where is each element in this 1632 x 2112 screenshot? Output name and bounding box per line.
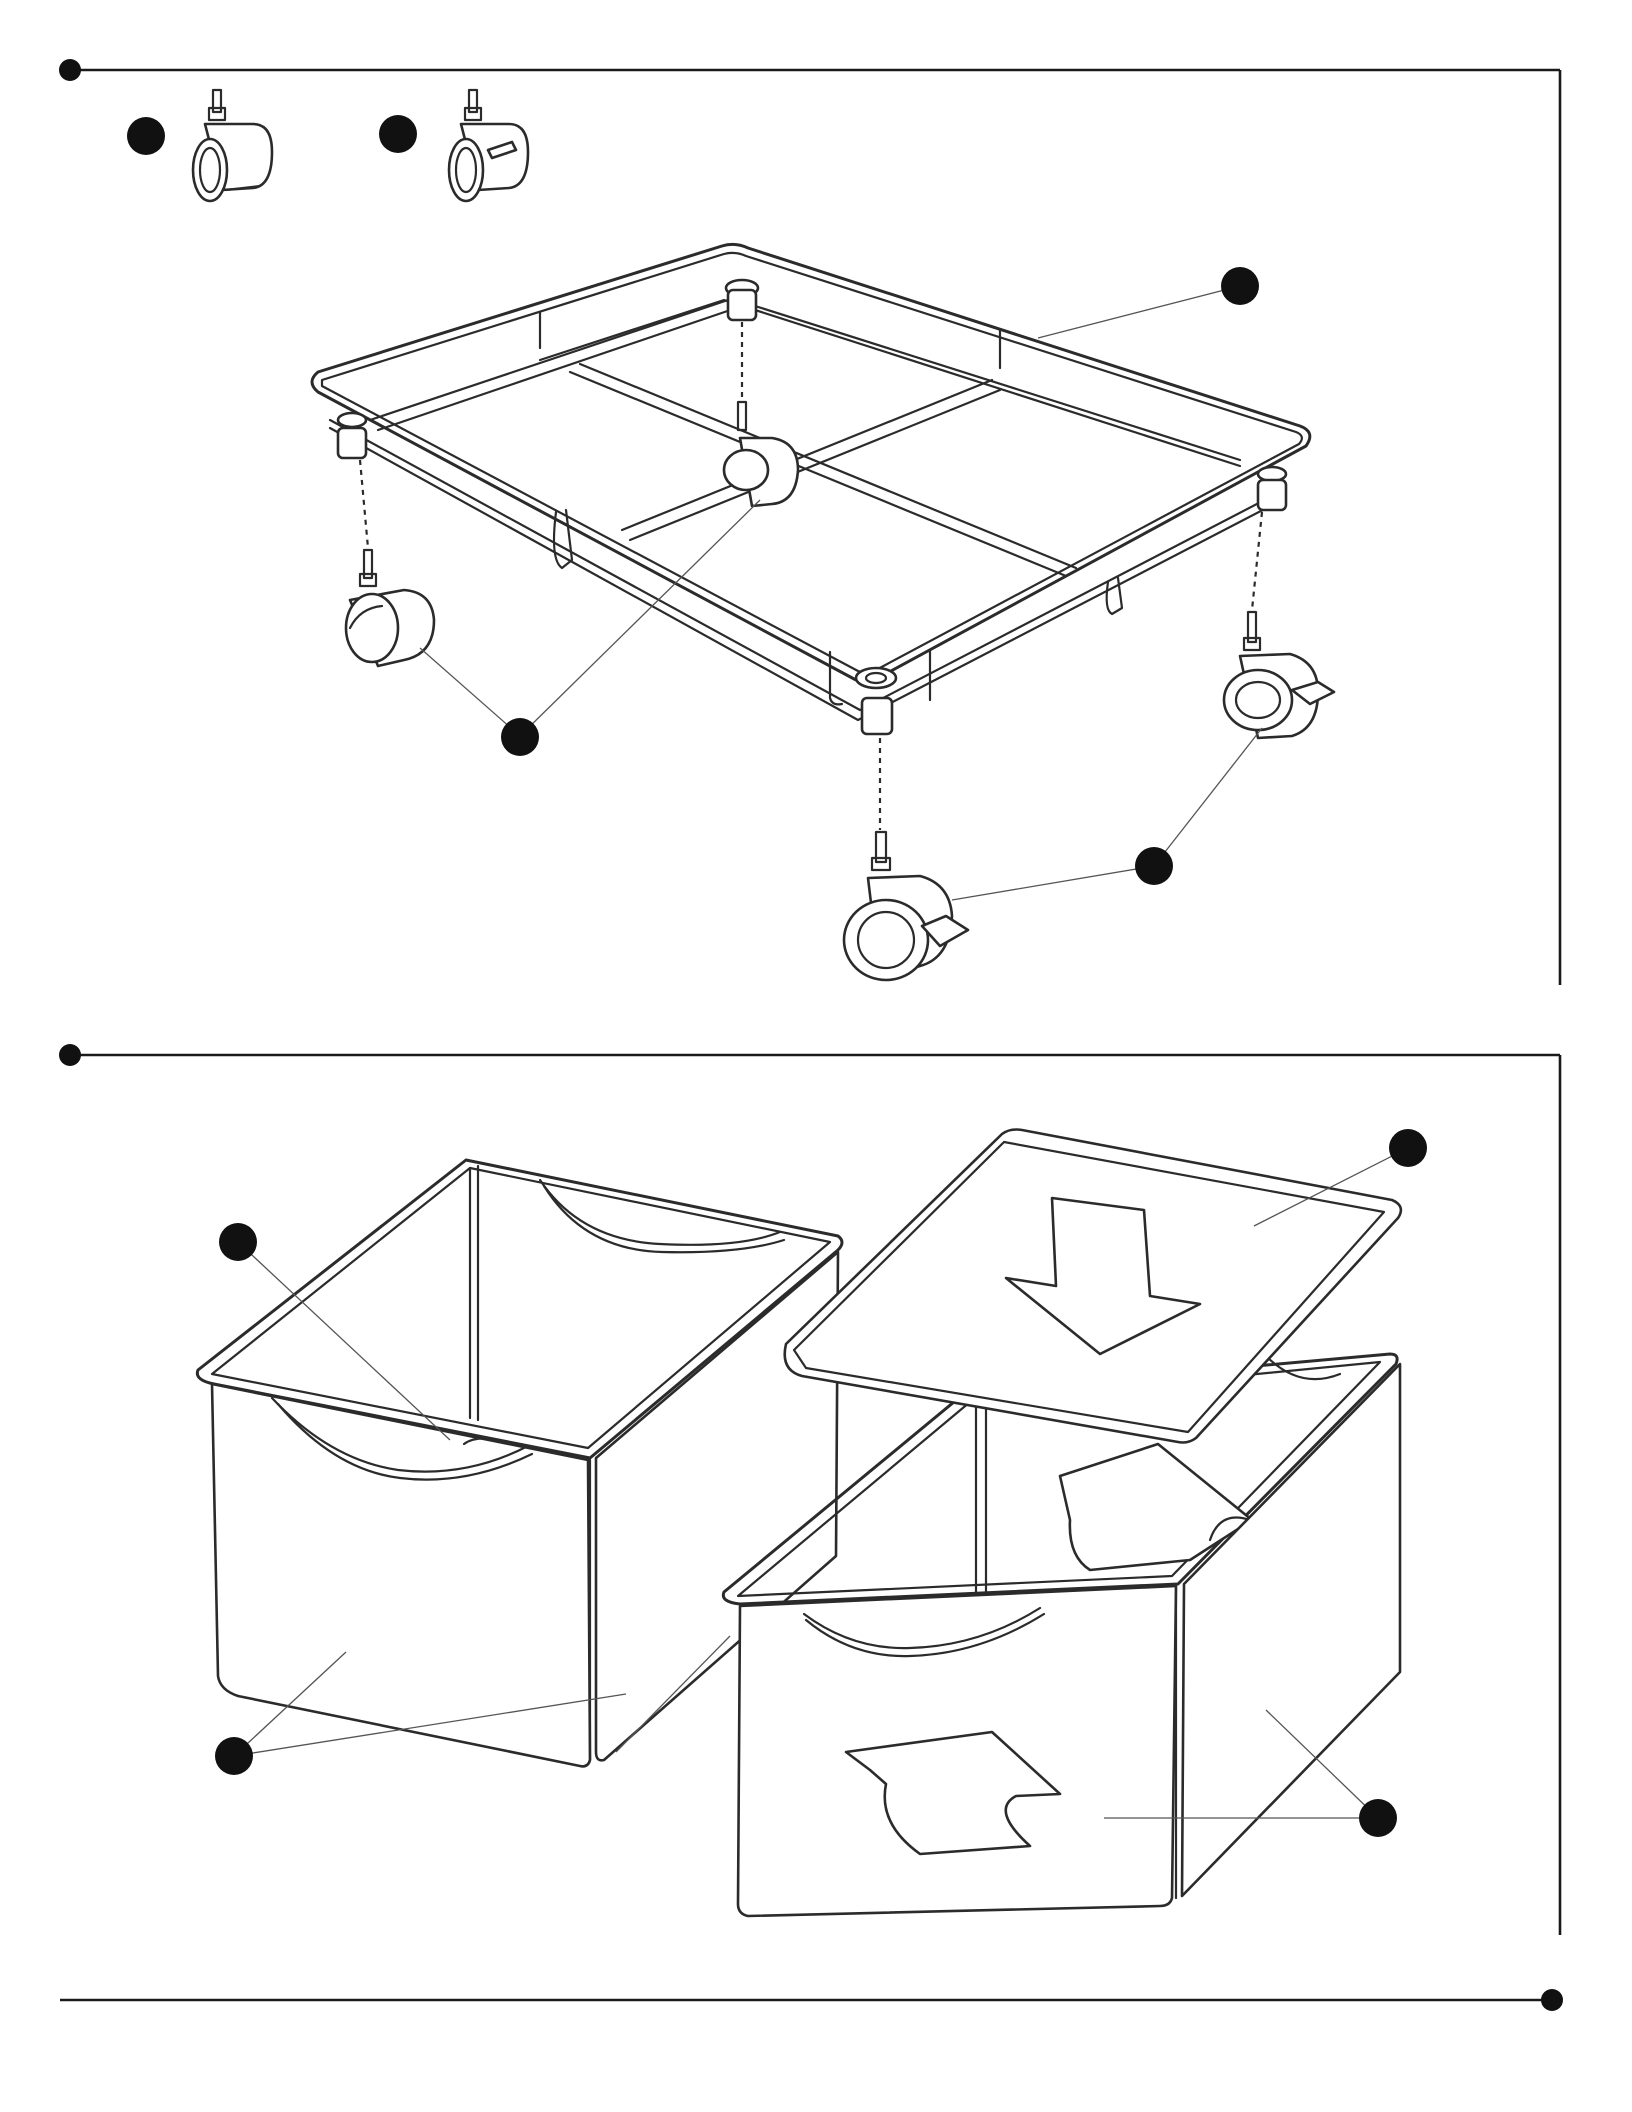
- caster-guide-lines: [360, 322, 1262, 830]
- callout-dot-locking-caster: [379, 115, 417, 153]
- step-1-panel-frame: [59, 59, 1560, 985]
- callout-dot-bin-inner: [219, 1223, 257, 1261]
- callout-dot-locking-casters: [1135, 847, 1173, 885]
- panel-end-marker: [1541, 1989, 1563, 2011]
- wire-base-frame: [312, 244, 1310, 734]
- callout-dot-frame: [1221, 267, 1259, 305]
- callout-dot-plain-casters: [501, 718, 539, 756]
- bin-lid: [785, 1130, 1401, 1443]
- panel-1-start-marker: [59, 59, 81, 81]
- plain-caster-icon: [193, 90, 272, 201]
- page-bottom-rule: [60, 1989, 1563, 2011]
- callout-dot-plain-caster: [127, 117, 165, 155]
- caster-front-right-locking: [1224, 612, 1334, 738]
- caster-back: [724, 402, 798, 506]
- callout-dot-lid: [1389, 1129, 1427, 1167]
- callout-dot-bin-panels: [215, 1737, 253, 1775]
- panel-2-start-marker: [59, 1044, 81, 1066]
- parts-legend: [127, 90, 528, 201]
- locking-caster-icon: [449, 90, 528, 201]
- caster-front-center-locking: [844, 832, 968, 980]
- callout-dot-bin-assembled: [1359, 1799, 1397, 1837]
